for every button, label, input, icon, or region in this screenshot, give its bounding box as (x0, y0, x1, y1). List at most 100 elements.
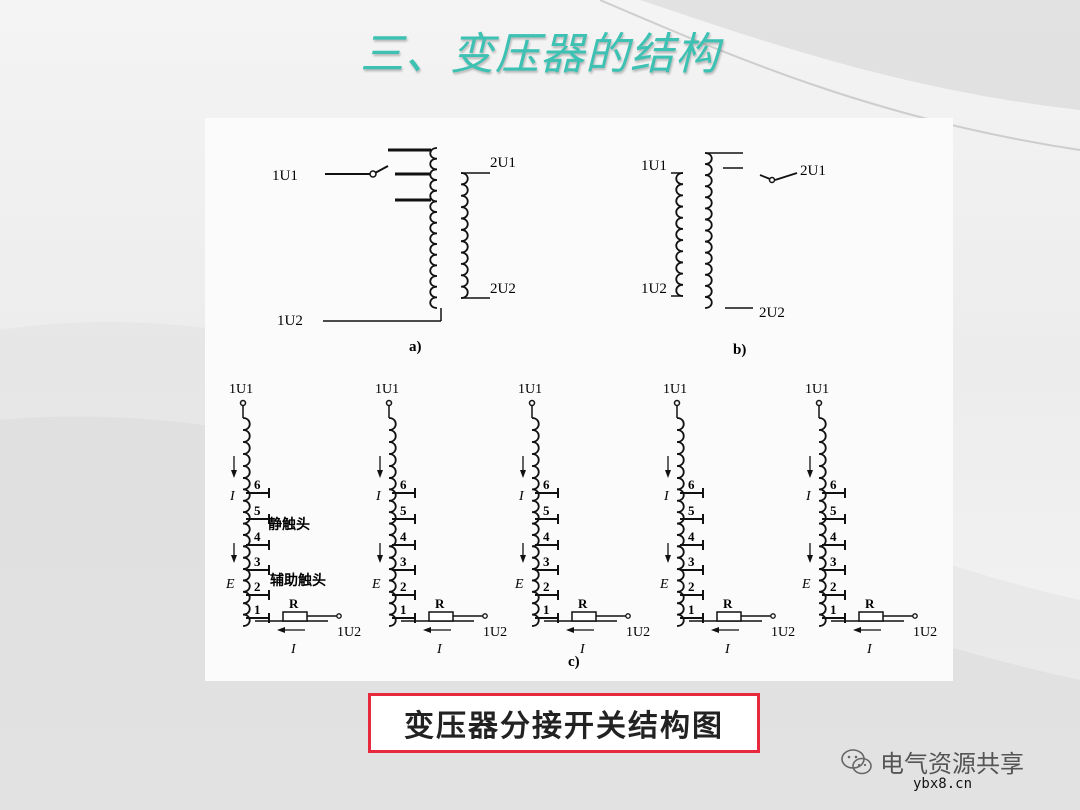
label-1u1: 1U1 (375, 382, 399, 397)
tap-number: 4 (830, 529, 837, 544)
resistor (716, 611, 742, 622)
terminal-circle (815, 399, 823, 407)
wechat-icon (841, 748, 872, 774)
tap-number: 1 (254, 602, 261, 617)
current-arrow-head (520, 470, 526, 478)
tap-number: 1 (543, 602, 550, 617)
tap-number: 3 (830, 554, 837, 569)
tap-number: 3 (543, 554, 550, 569)
output-terminal (336, 613, 342, 619)
label-emf: E (371, 577, 381, 592)
terminal-circle (528, 399, 536, 407)
tap-number: 5 (688, 503, 695, 518)
output-terminal (625, 613, 631, 619)
label-bottom-current: I (724, 642, 731, 657)
resistor (571, 611, 597, 622)
label-1u1: 1U1 (229, 382, 253, 397)
resistor (858, 611, 884, 622)
site-url: ybx8.cn (913, 776, 973, 792)
terminal-circle (385, 399, 393, 407)
label-current: I (805, 489, 812, 504)
tap-number: 2 (830, 579, 837, 594)
bottom-current-arrow-head (277, 627, 285, 633)
label-a-1u1: 1U1 (272, 168, 298, 184)
tap-number: 2 (688, 579, 695, 594)
label-bottom-current: I (866, 642, 873, 657)
label-current: I (663, 489, 670, 504)
winding-taps (531, 477, 540, 627)
tap-number: 2 (400, 579, 407, 594)
tap-number: 5 (254, 503, 261, 518)
winding-upper (818, 417, 827, 479)
emf-arrow-head (377, 555, 383, 563)
label-1u2: 1U2 (483, 625, 507, 640)
label-b: b) (733, 342, 746, 358)
label-emf: E (514, 577, 524, 592)
tap-number: 6 (400, 477, 407, 492)
label-a: a) (409, 339, 422, 355)
caption-box: 变压器分接开关结构图 (368, 693, 760, 753)
output-terminal (770, 613, 776, 619)
tap-number: 2 (254, 579, 261, 594)
winding-taps (388, 477, 397, 627)
winding-taps (818, 477, 827, 627)
label-current: I (518, 489, 525, 504)
current-arrow-head (231, 470, 237, 478)
tap-number: 1 (688, 602, 695, 617)
winding-taps (676, 477, 685, 627)
label-c: c) (568, 654, 580, 670)
tap-number: 6 (830, 477, 837, 492)
panel-b (671, 152, 798, 309)
tap-number: 3 (688, 554, 695, 569)
tap-number: 3 (254, 554, 261, 569)
emf-arrow-head (231, 555, 237, 563)
winding-upper (242, 417, 251, 479)
emf-arrow-head (665, 555, 671, 563)
tap-number: 6 (688, 477, 695, 492)
current-arrow-head (807, 470, 813, 478)
output-terminal (912, 613, 918, 619)
watermark-text: 电气资源共享 (880, 750, 1024, 778)
output-terminal (482, 613, 488, 619)
panel-a (323, 147, 490, 322)
label-resistor: R (723, 596, 733, 611)
label-bottom-current: I (290, 642, 297, 657)
label-a-1u2: 1U2 (277, 313, 303, 329)
label-b-2u2: 2U2 (759, 305, 785, 321)
label-b-1u1: 1U1 (641, 158, 667, 174)
label-aux-contact: 辅助触头 (270, 572, 326, 589)
label-resistor: R (865, 596, 875, 611)
label-static-contact: 静触头 (268, 516, 310, 533)
coil-a-secondary (460, 172, 469, 299)
label-emf: E (801, 577, 811, 592)
tap-number: 5 (830, 503, 837, 518)
tap-number: 4 (254, 529, 261, 544)
caption-text: 变压器分接开关结构图 (404, 709, 724, 744)
winding-upper (388, 417, 397, 479)
diagram-labels: 1U1 1U2 2U1 2U2 a) 1U1 1U2 2U1 2U2 b) c)… (268, 155, 826, 670)
label-resistor: R (289, 596, 299, 611)
resistor (282, 611, 308, 622)
label-resistor: R (435, 596, 445, 611)
coil-a-primary (429, 147, 438, 309)
tap-number: 4 (688, 529, 695, 544)
winding-taps (242, 477, 251, 627)
label-current: I (375, 489, 382, 504)
label-emf: E (659, 577, 669, 592)
bottom-current-arrow-head (853, 627, 861, 633)
resistor (428, 611, 454, 622)
panel-c: 1U1654321IER1U2I1U1654321IER1U2I1U165432… (225, 382, 937, 657)
tap-number: 2 (543, 579, 550, 594)
label-emf: E (225, 577, 235, 592)
coil-b-right (704, 152, 713, 309)
tap-number: 6 (543, 477, 550, 492)
label-1u2: 1U2 (337, 625, 361, 640)
label-1u2: 1U2 (913, 625, 937, 640)
winding-upper (676, 417, 685, 479)
coil-b-left (675, 172, 684, 297)
